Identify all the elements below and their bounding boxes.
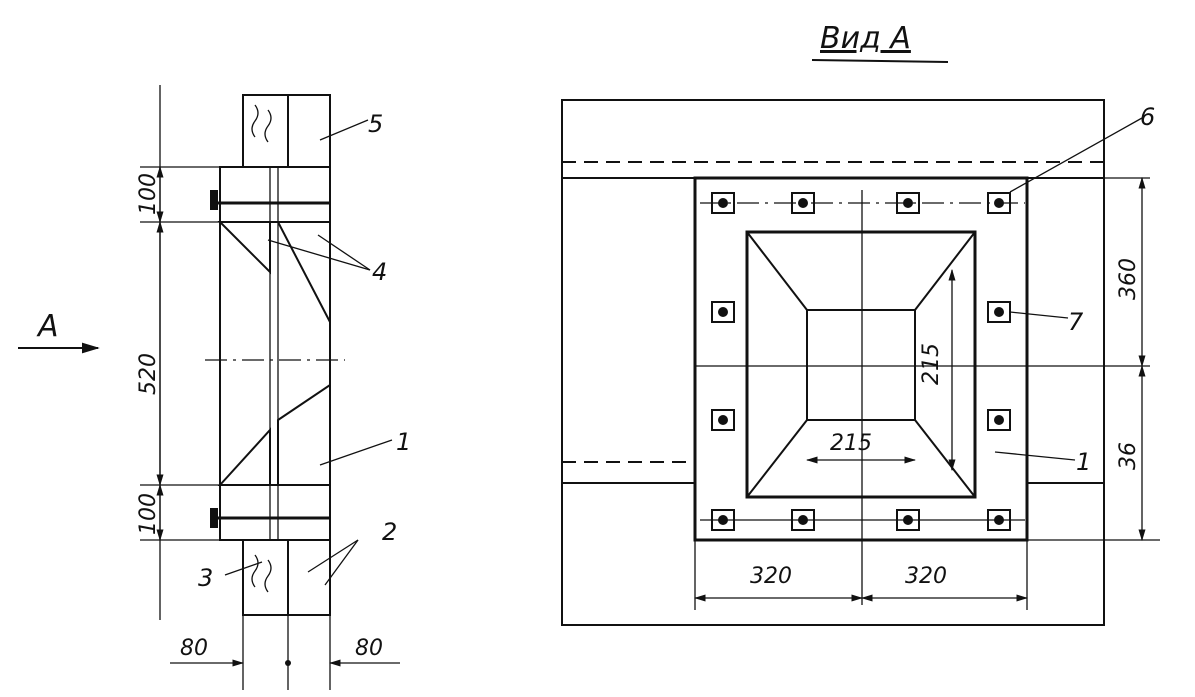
dim-vertical-lower: 36	[1116, 442, 1141, 470]
dim-right-thickness: 80	[355, 636, 383, 661]
dim-opening: 520	[136, 353, 161, 395]
dim-left-thickness: 80	[180, 636, 208, 661]
view-arrow-label: А	[36, 309, 59, 344]
callout-5: 5	[368, 110, 383, 138]
dim-bottom-flange: 100	[136, 493, 161, 535]
callout-6: 6	[1140, 103, 1155, 131]
wall-layers	[242, 94, 331, 616]
dim-top-flange: 100	[136, 173, 161, 215]
section-view: 100 520 100 А 80 80 5 4 1 2 3	[18, 85, 411, 690]
dim-vertical-upper: 360	[1116, 258, 1141, 300]
hatched-blocks	[210, 166, 331, 541]
callout-4: 4	[372, 258, 387, 286]
callout-1-section: 1	[396, 428, 411, 456]
callout-7: 7	[1068, 308, 1084, 336]
dim-left-width: 320	[750, 564, 792, 589]
dim-inner-horizontal: 215	[830, 431, 872, 456]
view-title: Вид А	[820, 21, 911, 56]
callout-1-plan: 1	[1076, 448, 1091, 476]
callout-2: 2	[382, 518, 397, 546]
dim-inner-vertical: 215	[919, 343, 944, 385]
callout-3: 3	[198, 564, 213, 592]
dim-right-width: 320	[905, 564, 947, 589]
plan-view: Вид А	[561, 21, 1160, 626]
bolts	[711, 192, 1011, 531]
